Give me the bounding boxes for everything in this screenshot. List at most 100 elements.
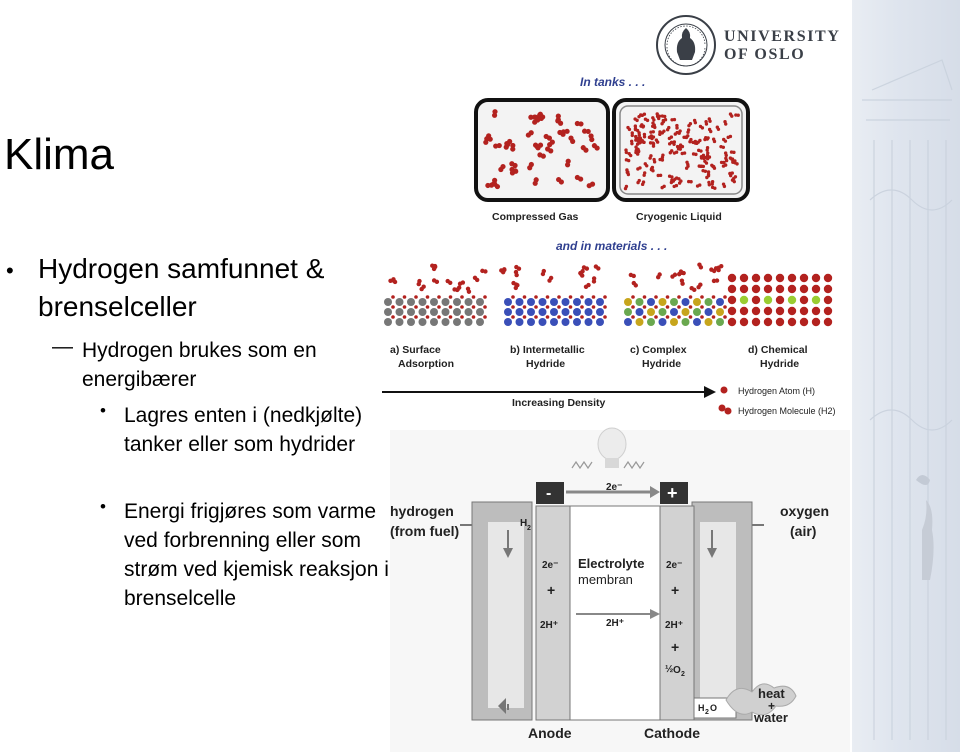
hydrogen-atom bbox=[448, 305, 453, 309]
hydrogen-molecule bbox=[637, 114, 641, 119]
hydrogen-molecule bbox=[452, 287, 457, 292]
lattice-atom bbox=[527, 298, 535, 306]
hydrogen-molecule bbox=[724, 153, 728, 158]
lattice-atom bbox=[624, 318, 632, 326]
water-o: O bbox=[710, 703, 717, 713]
lattice-atom bbox=[658, 308, 667, 316]
lattice-atom bbox=[681, 298, 690, 306]
lattice-atom bbox=[635, 298, 644, 306]
hydrogen-atom bbox=[677, 315, 681, 319]
hydrogen-molecule bbox=[641, 125, 645, 129]
hydrogen-molecule bbox=[705, 156, 710, 161]
lattice-atom bbox=[596, 318, 604, 326]
hydrogen-atom bbox=[425, 315, 430, 319]
lattice-atom bbox=[681, 318, 690, 326]
hydrogen-molecule bbox=[583, 147, 589, 153]
hydrogen-molecule bbox=[645, 118, 650, 123]
label-oxygen: oxygen bbox=[780, 503, 829, 519]
hydrogen-atom bbox=[425, 295, 430, 299]
lattice-atom bbox=[538, 308, 547, 316]
hydrogen-molecule bbox=[633, 283, 638, 288]
hydrogen-atom bbox=[460, 295, 464, 299]
hydrogen-molecule bbox=[660, 185, 664, 190]
hydrogen-molecule bbox=[528, 114, 534, 120]
cathode-protons: 2H⁺ bbox=[665, 620, 683, 631]
lattice-atom bbox=[430, 298, 438, 306]
lattice-atom bbox=[441, 318, 450, 326]
chemical-hydride-atom bbox=[787, 317, 797, 327]
chemical-hydride-atom bbox=[751, 284, 761, 294]
lattice-atom bbox=[430, 308, 438, 316]
chemical-hydride-atom bbox=[823, 295, 833, 305]
hydrogen-molecule bbox=[732, 150, 736, 155]
lattice-atom bbox=[453, 318, 461, 326]
anode-plus: + bbox=[547, 582, 555, 598]
lattice-atom bbox=[573, 298, 581, 306]
hydrogen-molecule bbox=[580, 273, 585, 278]
hydrogen-molecule bbox=[652, 160, 657, 164]
hydrogen-atom bbox=[483, 315, 487, 319]
negative-terminal bbox=[536, 482, 564, 504]
hydrogen-atom bbox=[700, 305, 704, 309]
hydrogen-molecule bbox=[648, 156, 652, 160]
bullet-level2: Hydrogen brukes som en energibærer bbox=[82, 339, 317, 391]
lattice-atom bbox=[430, 318, 438, 326]
hydrogen-molecule bbox=[525, 132, 531, 138]
chemical-hydride-atom bbox=[739, 317, 749, 327]
hydrogen-molecule bbox=[665, 128, 670, 132]
hydrogen-molecule bbox=[706, 136, 710, 140]
chemical-hydride-atom bbox=[775, 273, 785, 283]
hydrogen-molecule bbox=[642, 140, 646, 145]
hydrogen-molecule bbox=[624, 150, 629, 155]
hydrogen-atom bbox=[631, 295, 635, 299]
hydrogen-molecule bbox=[663, 114, 667, 119]
lattice-atom bbox=[527, 318, 535, 326]
cathode-air-inner bbox=[700, 522, 736, 708]
hydrogen-atom bbox=[522, 295, 527, 299]
hydrogen-molecule bbox=[578, 176, 584, 182]
hydrogen-atom bbox=[711, 295, 716, 299]
hydrogen-molecule bbox=[730, 157, 735, 161]
hydrogen-atom bbox=[677, 305, 681, 309]
hydrogen-atom bbox=[631, 305, 635, 309]
hydrogen-atom bbox=[557, 315, 561, 319]
chemical-hydride-atom bbox=[811, 295, 821, 305]
label-cryogenic-liquid: Cryogenic Liquid bbox=[636, 211, 722, 223]
hydrogen-atom bbox=[448, 295, 453, 299]
positive-terminal bbox=[660, 482, 688, 504]
hydrogen-molecule bbox=[710, 182, 714, 186]
cathode-plus-2: + bbox=[671, 639, 679, 655]
lattice-atom bbox=[647, 298, 655, 306]
hydrogen-molecule bbox=[688, 140, 692, 144]
lattice-atom bbox=[584, 318, 593, 326]
hydrogen-molecule bbox=[540, 153, 546, 159]
anode-protons: 2H⁺ bbox=[540, 620, 558, 631]
chemical-hydride-atom bbox=[763, 317, 773, 327]
gas-molecules bbox=[483, 109, 600, 190]
logo-line-1: UNIVERSITY bbox=[724, 28, 841, 45]
material-chemical-hydride bbox=[727, 273, 833, 327]
hydrogen-molecule bbox=[596, 266, 601, 271]
lattice-atom bbox=[573, 318, 581, 326]
lattice-atom bbox=[658, 318, 667, 326]
lattice-atom bbox=[716, 318, 724, 326]
hydrogen-atom bbox=[688, 305, 693, 309]
hydrogen-molecule bbox=[716, 267, 721, 273]
hydrogen-atom bbox=[665, 295, 670, 299]
hydrogen-molecule bbox=[656, 173, 660, 178]
lattice-atom bbox=[550, 308, 558, 316]
hydrogen-molecule bbox=[689, 180, 693, 184]
water-2: 2 bbox=[705, 709, 709, 716]
hydrogen-atom bbox=[557, 295, 561, 299]
chemical-hydride-atom bbox=[739, 306, 749, 316]
lattice-atom bbox=[453, 308, 461, 316]
hydrogen-molecule bbox=[695, 184, 700, 188]
hydrogen-molecule bbox=[626, 172, 631, 177]
hydrogen-molecule bbox=[512, 162, 518, 169]
lattice-atom bbox=[441, 298, 450, 306]
material-complex-hydride bbox=[624, 262, 727, 326]
label-o2: O bbox=[673, 665, 681, 676]
material-intermetallic-hydride bbox=[499, 264, 607, 326]
hydrogen-atom bbox=[580, 315, 584, 319]
lattice-atom bbox=[464, 308, 473, 316]
